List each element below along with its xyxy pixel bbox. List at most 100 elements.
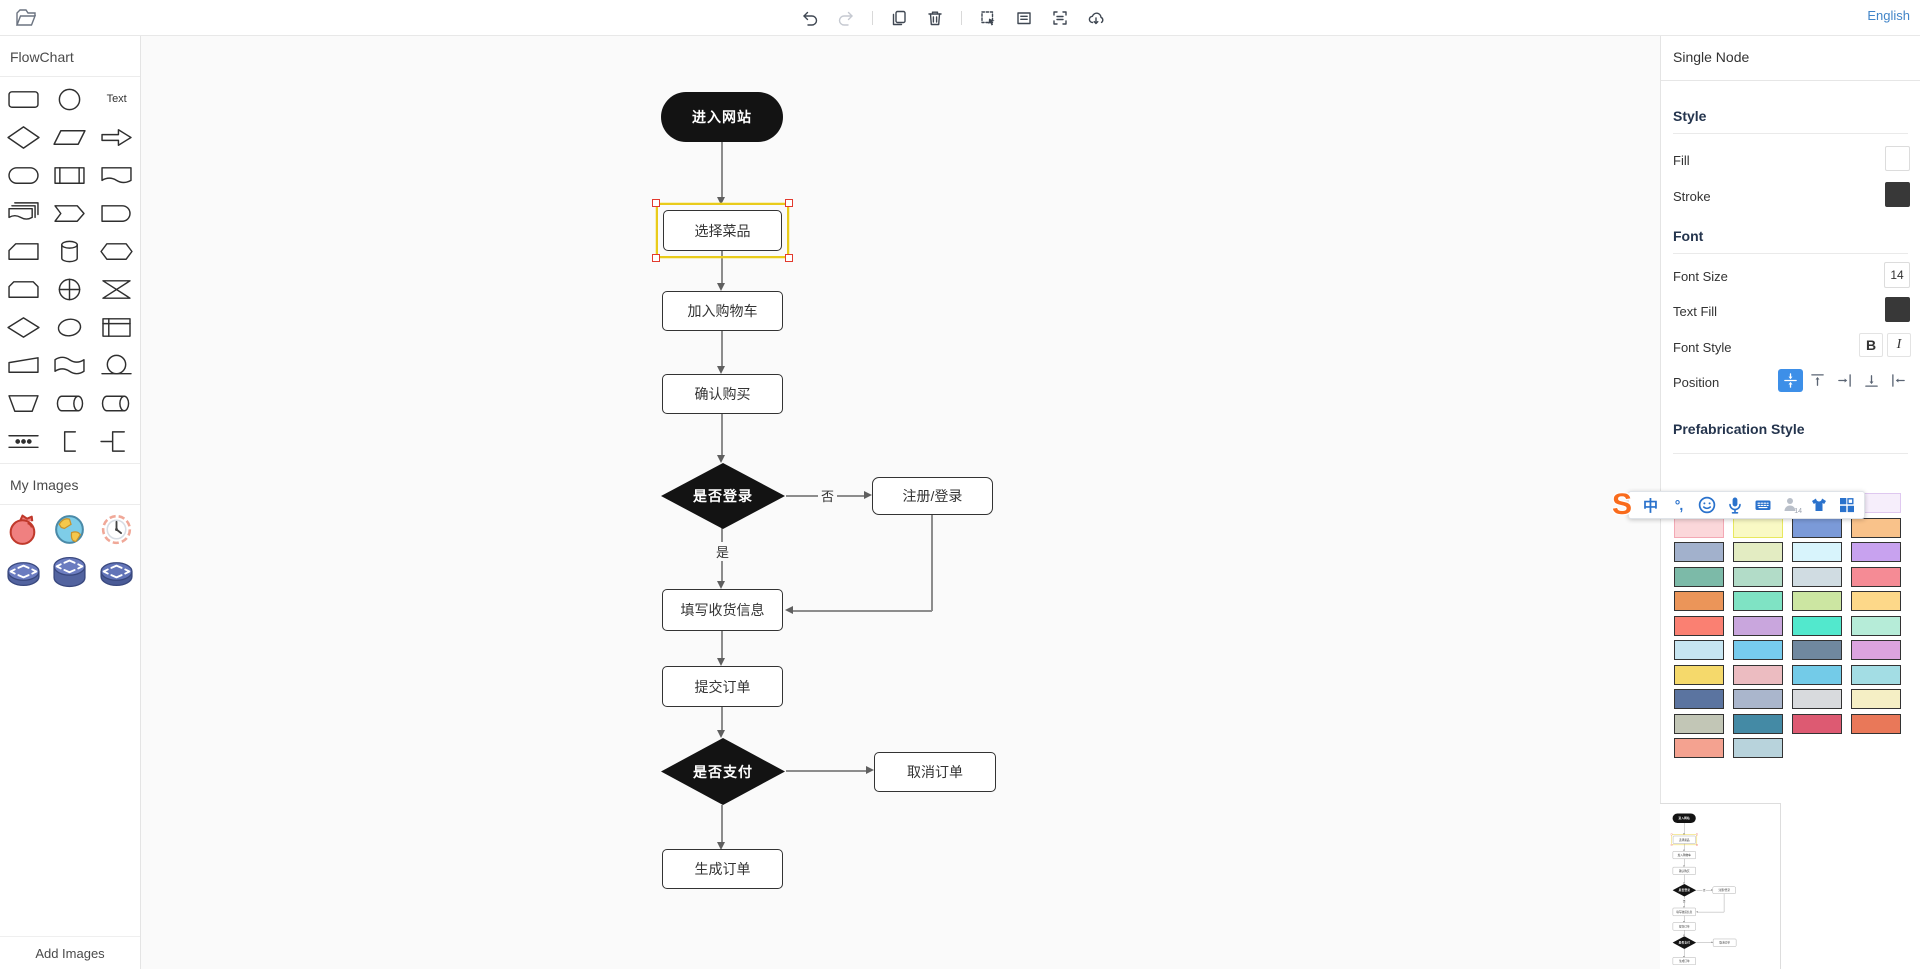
shape-beveled-rectangle[interactable]	[0, 270, 47, 308]
italic-button[interactable]: I	[1887, 333, 1911, 357]
text-fill-swatch[interactable]	[1885, 297, 1910, 322]
prefab-swatch-14[interactable]	[1733, 566, 1783, 587]
shape-delay[interactable]	[93, 194, 140, 232]
microphone-icon[interactable]	[1725, 496, 1744, 515]
shape-direct-access-storage[interactable]	[93, 384, 140, 422]
shape-stadium[interactable]	[0, 156, 47, 194]
undo-button[interactable]	[800, 8, 820, 28]
prefab-swatch-39[interactable]	[1792, 713, 1842, 734]
shape-dots-separator[interactable]	[0, 422, 47, 460]
stroke-color-swatch[interactable]	[1885, 182, 1910, 207]
shape-ellipse[interactable]	[47, 308, 94, 346]
minimap[interactable]: 否 是 进入网站 选择菜品 加入购物车 确认购买 是否登录 注册/登录 填写收货…	[1660, 803, 1781, 969]
cloud-download-button[interactable]	[1086, 8, 1106, 28]
add-images-button[interactable]: Add Images	[0, 936, 140, 969]
image-router[interactable]	[0, 550, 47, 592]
prefab-swatch-25[interactable]	[1674, 640, 1724, 660]
prefab-swatch-8[interactable]	[1851, 517, 1901, 538]
prefab-swatch-13[interactable]	[1674, 566, 1724, 587]
prefab-swatch-34[interactable]	[1733, 689, 1783, 709]
align-vertical-center-button[interactable]	[1778, 369, 1803, 392]
bold-button[interactable]: B	[1859, 333, 1883, 357]
panel-grid-icon[interactable]	[1837, 496, 1856, 515]
skin-icon[interactable]	[1809, 496, 1828, 515]
diagram-canvas[interactable]	[141, 36, 1660, 969]
shape-collate[interactable]	[93, 270, 140, 308]
shape-bracket-left[interactable]	[47, 422, 94, 460]
shape-hexagon[interactable]	[93, 232, 140, 270]
prefab-swatch-35[interactable]	[1792, 689, 1842, 709]
image-router-stack[interactable]	[47, 550, 94, 592]
shape-trapezoid[interactable]	[0, 384, 47, 422]
folder-icon[interactable]	[15, 8, 37, 28]
prefab-swatch-38[interactable]	[1733, 713, 1783, 734]
prefab-swatch-11[interactable]	[1792, 542, 1842, 562]
image-clock[interactable]	[93, 508, 140, 550]
shape-card[interactable]	[0, 232, 47, 270]
prefab-swatch-37[interactable]	[1674, 713, 1724, 734]
chinese-mode-icon[interactable]: 中	[1643, 497, 1659, 515]
fill-color-swatch[interactable]	[1885, 146, 1910, 171]
shape-junction[interactable]	[93, 422, 140, 460]
shape-rounded-rectangle[interactable]	[0, 80, 47, 118]
image-globe[interactable]	[47, 508, 94, 550]
shape-arrow-right[interactable]	[93, 118, 140, 156]
fit-view-button[interactable]	[1014, 8, 1034, 28]
prefab-swatch-5[interactable]	[1674, 517, 1724, 538]
shape-cylinder[interactable]	[47, 232, 94, 270]
person-icon[interactable]: 14	[1781, 496, 1802, 515]
marquee-select-button[interactable]	[978, 8, 998, 28]
prefab-swatch-24[interactable]	[1851, 615, 1901, 636]
shape-multi-document[interactable]	[0, 194, 47, 232]
prefab-swatch-23[interactable]	[1792, 615, 1842, 636]
prefab-swatch-28[interactable]	[1851, 640, 1901, 660]
prefab-swatch-20[interactable]	[1851, 591, 1901, 611]
shape-parallelogram[interactable]	[47, 118, 94, 156]
prefab-swatch-9[interactable]	[1674, 542, 1724, 562]
font-size-value[interactable]: 14	[1884, 262, 1910, 288]
align-right-button[interactable]	[1832, 369, 1857, 392]
align-top-button[interactable]	[1805, 369, 1830, 392]
prefab-swatch-21[interactable]	[1674, 615, 1724, 636]
prefab-swatch-6[interactable]	[1733, 517, 1783, 538]
shape-horizontal-cylinder[interactable]	[47, 384, 94, 422]
copy-button[interactable]	[889, 8, 909, 28]
emoji-icon[interactable]	[1697, 496, 1716, 515]
align-left-button[interactable]	[1886, 369, 1911, 392]
shape-chevron[interactable]	[47, 194, 94, 232]
prefab-swatch-12[interactable]	[1851, 542, 1901, 562]
keyboard-icon[interactable]	[1753, 496, 1772, 515]
prefab-swatch-32[interactable]	[1851, 664, 1901, 685]
prefab-swatch-27[interactable]	[1792, 640, 1842, 660]
prefab-swatch-15[interactable]	[1792, 566, 1842, 587]
image-pomegranate[interactable]	[0, 508, 47, 550]
prefab-swatch-19[interactable]	[1792, 591, 1842, 611]
align-bottom-button[interactable]	[1859, 369, 1884, 392]
shape-stored-data[interactable]	[93, 346, 140, 384]
redo-button[interactable]	[836, 8, 856, 28]
prefab-swatch-40[interactable]	[1851, 713, 1901, 734]
prefab-swatch-10[interactable]	[1733, 542, 1783, 562]
shape-document[interactable]	[93, 156, 140, 194]
prefab-swatch-16[interactable]	[1851, 566, 1901, 587]
screenshot-region-button[interactable]	[1050, 8, 1070, 28]
sogou-logo-icon[interactable]: S	[1612, 488, 1633, 521]
delete-button[interactable]	[925, 8, 945, 28]
prefab-swatch-18[interactable]	[1733, 591, 1783, 611]
shape-predefined-process[interactable]	[47, 156, 94, 194]
shape-flag[interactable]	[47, 346, 94, 384]
prefab-swatch-42[interactable]	[1733, 738, 1783, 758]
prefab-swatch-17[interactable]	[1674, 591, 1724, 611]
shape-text[interactable]: Text	[106, 93, 127, 105]
shape-internal-storage[interactable]	[93, 308, 140, 346]
shape-diamond[interactable]	[0, 118, 47, 156]
prefab-swatch-30[interactable]	[1733, 664, 1783, 685]
prefab-swatch-22[interactable]	[1733, 615, 1783, 636]
prefab-swatch-7[interactable]	[1792, 517, 1842, 538]
shape-manual-operation[interactable]	[0, 346, 47, 384]
punctuation-icon[interactable]: °,	[1674, 497, 1684, 513]
shape-circle[interactable]	[47, 80, 94, 118]
shape-circle-cross[interactable]	[47, 270, 94, 308]
image-router-alt[interactable]	[93, 550, 140, 592]
prefab-swatch-29[interactable]	[1674, 664, 1724, 685]
